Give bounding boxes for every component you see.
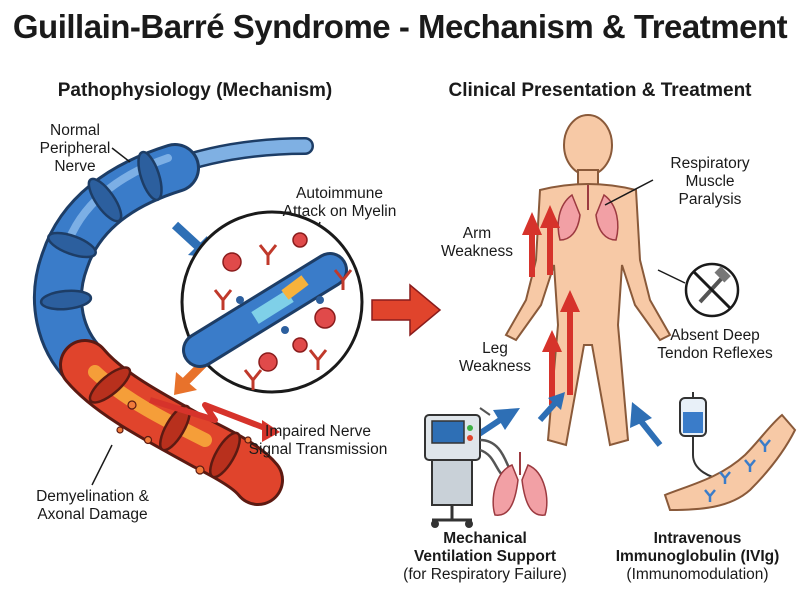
treatment-ventilation: Mechanical Ventilation Support (for Resp… xyxy=(403,530,567,583)
lungs-icon xyxy=(557,185,619,241)
arm-icon xyxy=(663,413,797,512)
iv-bag-icon xyxy=(679,392,726,481)
reflex-hammer-icon xyxy=(684,262,740,318)
label-normal-nerve: Normal Peripheral Nerve xyxy=(39,122,111,175)
label-leg-weakness: Leg Weakness xyxy=(458,340,532,375)
label-impaired-transmission: Impaired Nerve Signal Transmission xyxy=(248,423,388,458)
section-title-pathophysiology: Pathophysiology (Mechanism) xyxy=(57,80,333,101)
page-title: Guillain-Barré Syndrome - Mechanism & Tr… xyxy=(12,8,788,45)
label-absent-reflexes: Absent Deep Tendon Reflexes xyxy=(657,327,773,362)
nerve-icon xyxy=(33,137,314,506)
label-arm-weakness: Arm Weakness xyxy=(440,225,514,260)
label-demyelination: Demyelination & Axonal Damage xyxy=(36,488,149,523)
label-autoimmune-attack: Autoimmune Attack on Myelin xyxy=(282,185,397,220)
magnified-attack-icon xyxy=(180,210,364,394)
label-respiratory-paralysis: Respiratory Muscle Paralysis xyxy=(670,155,750,208)
treatment-ivig: Intravenous Immunoglobulin (IVIg) (Immun… xyxy=(615,530,780,583)
section-title-clinical: Clinical Presentation & Treatment xyxy=(448,80,752,101)
human-body-icon xyxy=(504,114,672,447)
ventilated-lungs-icon xyxy=(492,452,548,516)
